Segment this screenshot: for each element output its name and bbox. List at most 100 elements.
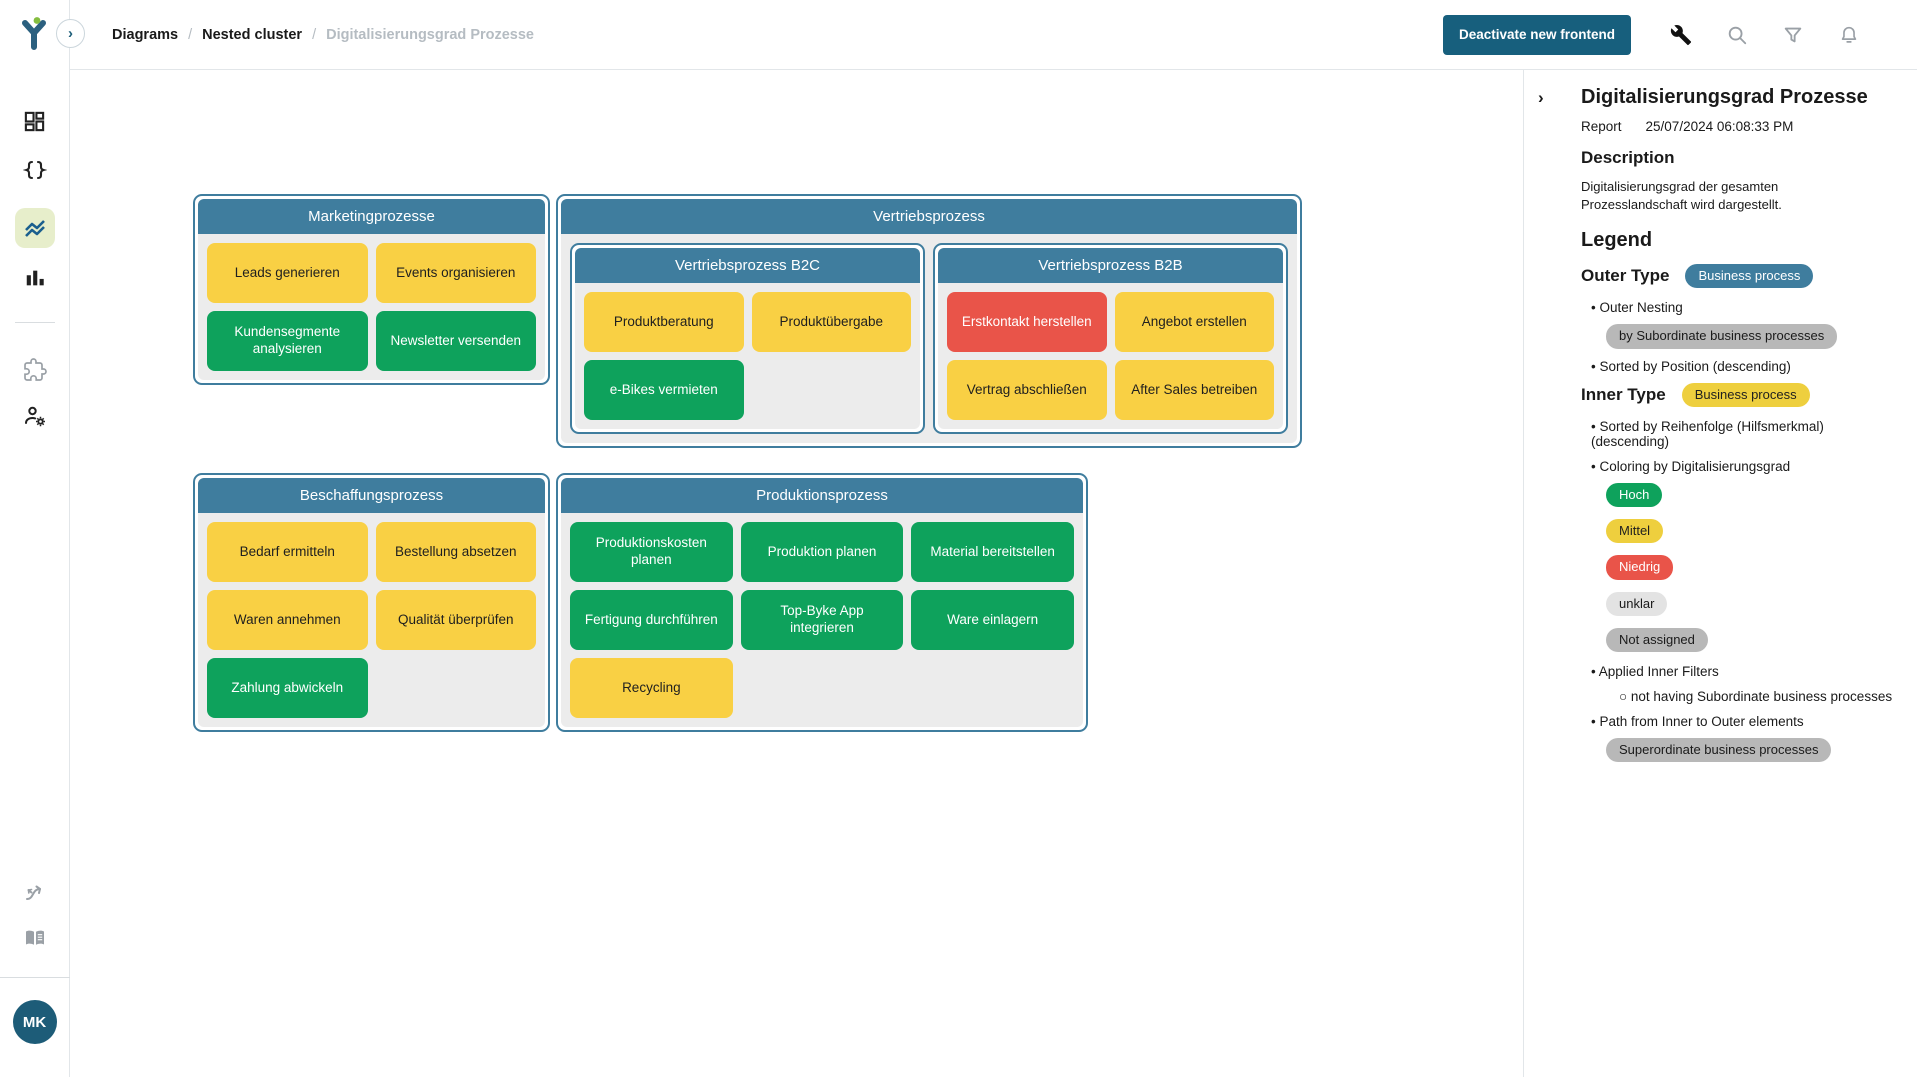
coloring-pill-not-assigned[interactable]: Not assigned — [1606, 628, 1708, 652]
sidebar-item-process-paths[interactable] — [15, 873, 55, 913]
cluster-vertriebsprozess-b2c[interactable]: Vertriebsprozess B2C Produktberatung Pro… — [570, 243, 925, 434]
cluster-body: Bedarf ermitteln Bestellung absetzen War… — [198, 513, 545, 727]
legend-outer-sorted: Sorted by Position (descending) — [1591, 359, 1899, 374]
path-pill[interactable]: Superordinate business processes — [1606, 738, 1831, 762]
deactivate-new-frontend-button[interactable]: Deactivate new frontend — [1443, 15, 1631, 55]
branch-arrows-icon — [23, 881, 47, 905]
node-ebikes-vermieten[interactable]: e-Bikes vermieten — [584, 360, 744, 420]
outer-type-badge[interactable]: Business process — [1685, 264, 1813, 288]
sidebar-item-code[interactable] — [15, 150, 55, 190]
filter-icon — [1782, 24, 1804, 46]
app-logo[interactable] — [8, 8, 60, 60]
legend-outer-nesting: Outer Nesting — [1591, 300, 1899, 315]
search-icon — [1726, 24, 1748, 46]
coloring-pill-niedrig-wrap: Niedrig — [1606, 555, 1899, 579]
node-bestellung-absetzen[interactable]: Bestellung absetzen — [376, 522, 537, 582]
cluster-title[interactable]: Vertriebsprozess B2B — [938, 248, 1283, 283]
report-meta: Report 25/07/2024 06:08:33 PM — [1581, 119, 1899, 134]
coloring-pill-mittel[interactable]: Mittel — [1606, 519, 1663, 543]
sidebar-item-dashboard[interactable] — [15, 101, 55, 141]
admin-tools-button[interactable] — [1670, 24, 1692, 46]
outer-type-row: Outer Type Business process — [1581, 264, 1899, 288]
node-material-bereitstellen[interactable]: Material bereitstellen — [911, 522, 1074, 582]
trend-lines-icon — [22, 215, 48, 241]
avatar[interactable]: MK — [13, 1000, 57, 1044]
sidebar: › — [0, 0, 70, 1077]
node-qualitaet-ueberpruefen[interactable]: Qualität überprüfen — [376, 590, 537, 650]
cluster-title[interactable]: Vertriebsprozess B2C — [575, 248, 920, 283]
sidebar-item-documentation[interactable] — [15, 918, 55, 958]
description-text: Digitalisierungsgrad der gesamten Prozes… — [1581, 178, 1816, 213]
node-newsletter-versenden[interactable]: Newsletter versenden — [376, 311, 537, 371]
cluster-marketingprozesse[interactable]: Marketingprozesse Leads generieren Event… — [193, 194, 550, 385]
sidebar-item-extensions[interactable] — [15, 350, 55, 390]
cluster-vertriebsprozess-b2b[interactable]: Vertriebsprozess B2B Erstkontakt herstel… — [933, 243, 1288, 434]
y-person-logo-icon — [17, 16, 51, 52]
report-timestamp: 25/07/2024 06:08:33 PM — [1646, 119, 1794, 134]
filter-button[interactable] — [1782, 24, 1804, 46]
legend-path-inner-outer: Path from Inner to Outer elements — [1591, 714, 1899, 729]
node-ware-einlagern[interactable]: Ware einlagern — [911, 590, 1074, 650]
diagram-canvas[interactable]: Marketingprozesse Leads generieren Event… — [70, 70, 1523, 1077]
node-leads-generieren[interactable]: Leads generieren — [207, 243, 368, 303]
inner-type-badge[interactable]: Business process — [1682, 383, 1810, 407]
breadcrumb-diagrams[interactable]: Diagrams — [112, 27, 178, 43]
inner-type-label: Inner Type — [1581, 385, 1666, 405]
node-events-organisieren[interactable]: Events organisieren — [376, 243, 537, 303]
coloring-pill-hoch[interactable]: Hoch — [1606, 483, 1662, 507]
legend-inner-sorted: Sorted by Reihenfolge (Hilfsmerkmal) (de… — [1591, 419, 1899, 449]
coloring-pill-not-assigned-wrap: Not assigned — [1606, 628, 1899, 652]
panel-collapse-button[interactable]: › — [1538, 88, 1544, 108]
description-heading: Description — [1581, 148, 1899, 168]
coloring-pill-unklar-wrap: unklar — [1606, 592, 1899, 616]
cluster-title[interactable]: Vertriebsprozess — [561, 199, 1297, 234]
search-button[interactable] — [1726, 24, 1748, 46]
coloring-pill-mittel-wrap: Mittel — [1606, 519, 1899, 543]
coloring-pill-niedrig[interactable]: Niedrig — [1606, 555, 1673, 579]
coloring-pill-unklar[interactable]: unklar — [1606, 592, 1667, 616]
dashboard-icon — [23, 110, 46, 133]
node-top-byke-app-integrieren[interactable]: Top-Byke App integrieren — [741, 590, 904, 650]
avatar-initials: MK — [23, 1014, 46, 1031]
topbar: Diagrams / Nested cluster / Digitalisier… — [70, 0, 1917, 70]
sidebar-item-diagrams[interactable] — [15, 208, 55, 248]
bar-chart-icon — [24, 267, 46, 289]
chevron-right-icon: › — [1538, 88, 1544, 107]
sidebar-expand-button[interactable]: › — [56, 19, 85, 48]
legend-heading: Legend — [1581, 229, 1899, 252]
cluster-produktionsprozess[interactable]: Produktionsprozess Produktionskosten pla… — [556, 473, 1088, 732]
breadcrumb-separator: / — [312, 27, 316, 43]
sidebar-item-reports[interactable] — [15, 258, 55, 298]
sidebar-item-user-management[interactable] — [15, 396, 55, 436]
node-kundensegmente-analysieren[interactable]: Kundensegmente analysieren — [207, 311, 368, 371]
outer-nesting-pill[interactable]: by Subordinate business processes — [1606, 324, 1837, 348]
node-vertrag-abschliessen[interactable]: Vertrag abschließen — [947, 360, 1107, 420]
node-bedarf-ermitteln[interactable]: Bedarf ermitteln — [207, 522, 368, 582]
node-produktionskosten-planen[interactable]: Produktionskosten planen — [570, 522, 733, 582]
node-angebot-erstellen[interactable]: Angebot erstellen — [1115, 292, 1275, 352]
node-after-sales-betreiben[interactable]: After Sales betreiben — [1115, 360, 1275, 420]
node-recycling[interactable]: Recycling — [570, 658, 733, 718]
cluster-beschaffungsprozess[interactable]: Beschaffungsprozess Bedarf ermitteln Bes… — [193, 473, 550, 732]
bell-icon — [1838, 24, 1860, 46]
cluster-vertriebsprozess[interactable]: Vertriebsprozess Vertriebsprozess B2C Pr… — [556, 194, 1302, 448]
cluster-title[interactable]: Produktionsprozess — [561, 478, 1083, 513]
cluster-body: Produktionskosten planen Produktion plan… — [561, 513, 1083, 727]
node-erstkontakt-herstellen[interactable]: Erstkontakt herstellen — [947, 292, 1107, 352]
book-icon — [23, 926, 47, 950]
puzzle-icon — [23, 358, 47, 382]
breadcrumb-nested-cluster[interactable]: Nested cluster — [202, 27, 302, 43]
cluster-title[interactable]: Beschaffungsprozess — [198, 478, 545, 513]
node-produktberatung[interactable]: Produktberatung — [584, 292, 744, 352]
inner-type-row: Inner Type Business process — [1581, 383, 1899, 407]
node-produktion-planen[interactable]: Produktion planen — [741, 522, 904, 582]
node-fertigung-durchfuehren[interactable]: Fertigung durchführen — [570, 590, 733, 650]
legend-applied-inner-filters: Applied Inner Filters — [1591, 664, 1899, 679]
cluster-title[interactable]: Marketingprozesse — [198, 199, 545, 234]
node-zahlung-abwickeln[interactable]: Zahlung abwickeln — [207, 658, 368, 718]
notifications-button[interactable] — [1838, 24, 1860, 46]
node-waren-annehmen[interactable]: Waren annehmen — [207, 590, 368, 650]
node-produktuebergabe[interactable]: Produktübergabe — [752, 292, 912, 352]
sidebar-divider — [15, 322, 55, 323]
